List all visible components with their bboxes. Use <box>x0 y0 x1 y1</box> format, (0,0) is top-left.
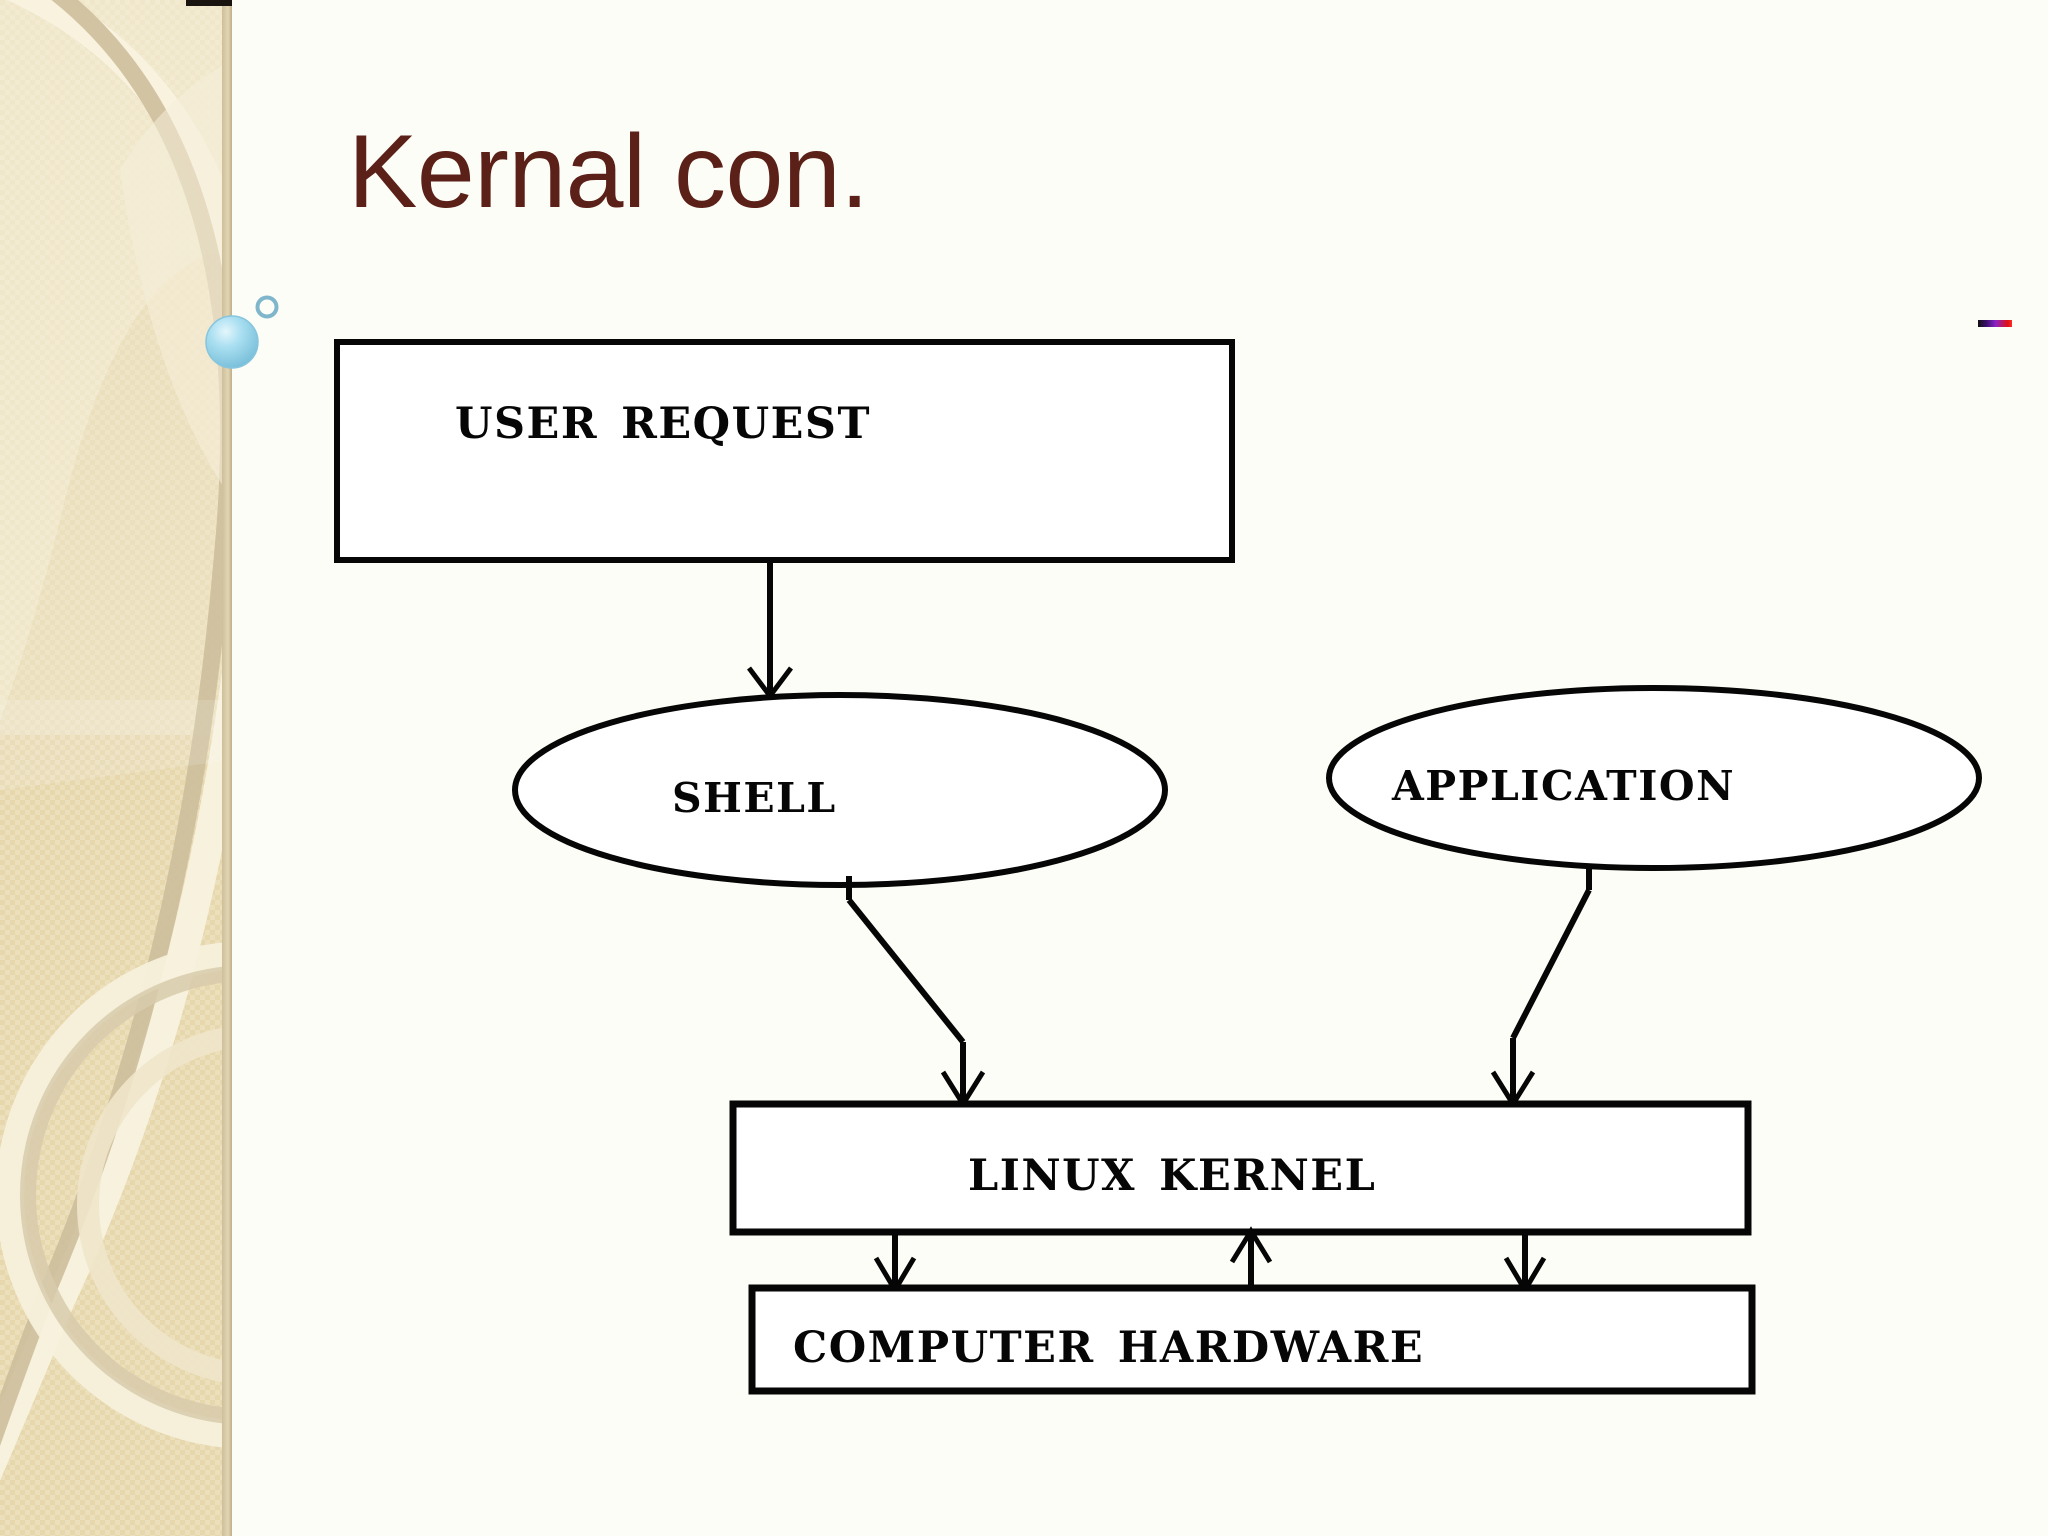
node-computer-hardware[interactable] <box>748 1284 1756 1395</box>
node-label-application: Application <box>1391 746 1735 814</box>
sidebar-top-strip <box>186 0 232 6</box>
edge-kernel-to-hardware-left <box>873 1232 917 1295</box>
page-title: Kernal con. <box>348 114 869 230</box>
sidebar-edge-stripe <box>222 0 232 1536</box>
node-label-shell: Shell <box>672 758 837 826</box>
node-application[interactable] <box>1326 685 1982 871</box>
edge-user-request-to-shell <box>747 560 793 701</box>
node-shell[interactable] <box>512 692 1168 888</box>
blue-ring-icon <box>255 295 279 319</box>
edge-hardware-to-kernel-middle <box>1229 1226 1273 1288</box>
node-label-user-request: User Request <box>455 380 871 453</box>
node-linux-kernel[interactable] <box>729 1100 1752 1236</box>
edge-shell-to-kernel <box>846 876 986 1109</box>
sidebar-artwork <box>0 0 232 1536</box>
edge-kernel-to-hardware-right <box>1503 1232 1547 1295</box>
edge-application-to-kernel <box>1490 866 1592 1109</box>
node-label-computer-hardware: Computer Hardware <box>793 1304 1424 1377</box>
blue-sphere-icon <box>205 315 259 369</box>
node-user-request[interactable] <box>334 339 1235 563</box>
blue-sphere-group <box>205 295 279 369</box>
color-dash-artifact <box>1978 320 2012 327</box>
node-label-linux-kernel: Linux Kernel <box>968 1132 1376 1205</box>
decorative-sidebar <box>0 0 232 1536</box>
